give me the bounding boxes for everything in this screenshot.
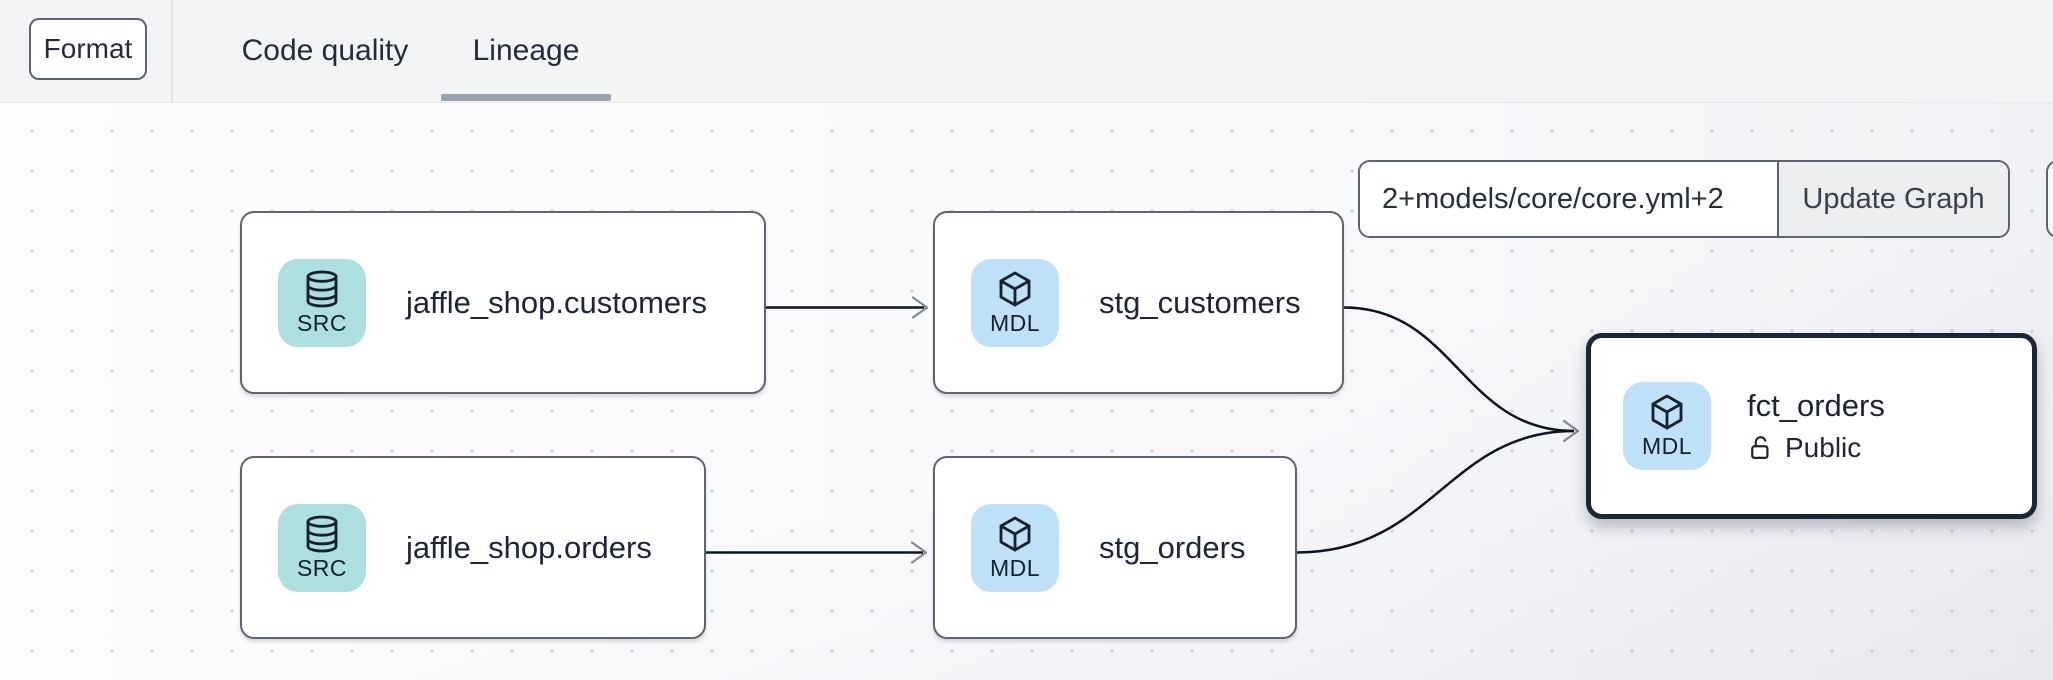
database-icon [306,515,338,552]
clipped-control-button[interactable] [2046,160,2053,238]
source-badge: SRC [278,503,366,592]
lineage-node-stg-orders[interactable]: MDL stg_orders [933,456,1297,639]
lineage-controls: Update Graph [1358,160,2010,238]
badge-label: SRC [296,309,348,336]
cube-icon [999,271,1031,306]
lineage-node-jaffle-shop-orders[interactable]: SRC jaffle_shop.orders [240,456,706,639]
access-label: Public [1785,432,1862,463]
badge-label: SRC [296,554,348,581]
lineage-canvas[interactable]: SRC jaffle_shop.customers MDL stg_custom… [0,103,2053,680]
tab-lineage[interactable]: Lineage [472,34,580,67]
unlock-icon [1751,436,1769,460]
model-badge: MDL [971,258,1059,347]
toolbar-divider [171,0,173,102]
editor-toolbar: Format Code quality Lineage [0,0,2053,103]
node-title: stg_customers [1099,284,1301,320]
arrowhead-icon [911,296,929,319]
node-title: fct_orders [1747,388,1885,423]
cube-icon [999,516,1031,551]
selector-input[interactable] [1360,162,1777,236]
badge-label: MDL [1641,433,1693,459]
badge-label: MDL [989,309,1041,336]
access-row: Public [1747,432,1885,464]
update-graph-button[interactable]: Update Graph [1777,162,2008,236]
node-title: jaffle_shop.orders [406,529,652,565]
edge-stgcustomers-to-fct [1343,306,1575,433]
badge-label: MDL [989,554,1041,581]
arrowhead-icon [1562,419,1580,443]
source-badge: SRC [278,258,366,347]
node-title: jaffle_shop.customers [406,284,707,320]
lineage-node-jaffle-shop-customers[interactable]: SRC jaffle_shop.customers [240,211,766,394]
model-badge: MDL [1623,382,1711,470]
tab-code-quality[interactable]: Code quality [241,34,409,67]
edge-stgorders-to-fct [1296,429,1575,554]
arrowhead-icon [910,541,928,564]
node-title: stg_orders [1099,529,1246,565]
active-tab-underline [441,94,611,101]
lineage-node-fct-orders[interactable]: MDL fct_orders Public [1586,333,2037,519]
cube-icon [1651,394,1683,430]
model-badge: MDL [971,503,1059,592]
database-icon [306,270,338,307]
format-button[interactable]: Format [29,18,147,80]
lineage-node-stg-customers[interactable]: MDL stg_customers [933,211,1344,394]
